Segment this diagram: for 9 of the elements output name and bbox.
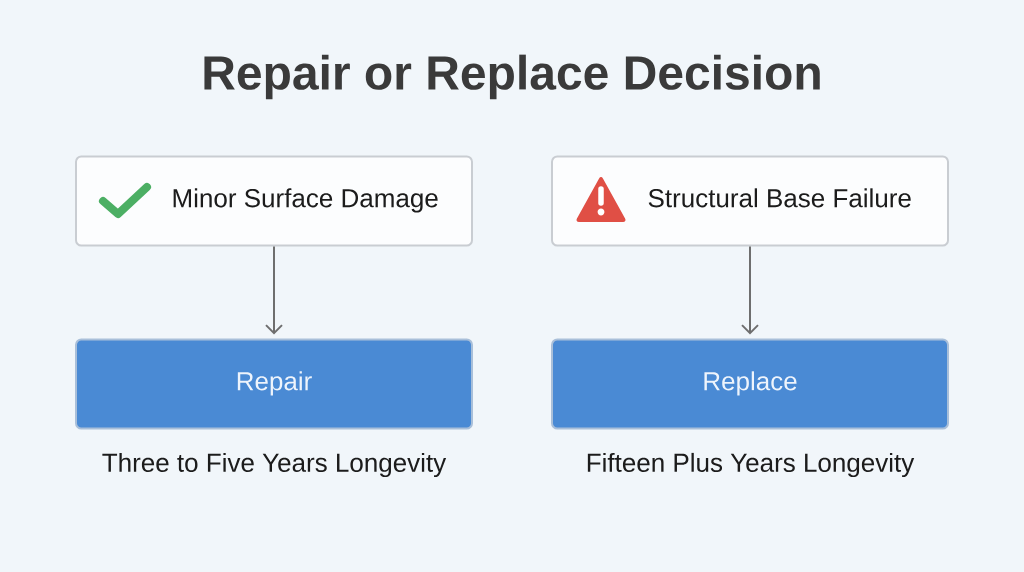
outcome-box: Repair: [75, 338, 473, 430]
condition-box: Structural Base Failure: [551, 155, 949, 247]
arrow: [741, 245, 759, 335]
condition-box: Minor Surface Damage: [75, 155, 473, 247]
node-label: Three to Five Years Longevity: [102, 452, 447, 478]
node-label: Fifteen Plus Years Longevity: [587, 452, 915, 478]
outcome-box: Replace: [551, 338, 949, 430]
title: Repair or Replace Decision: [204, 54, 820, 100]
arrow: [265, 245, 283, 335]
